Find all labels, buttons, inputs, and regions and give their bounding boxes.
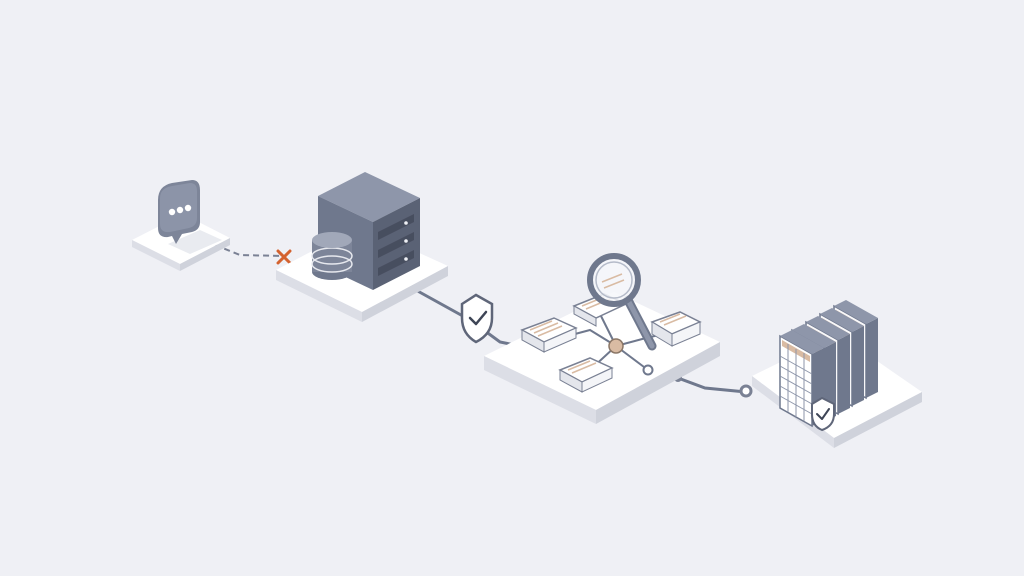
magnifier-icon [587, 253, 657, 351]
chat-platform [132, 214, 230, 271]
data-card-right [650, 311, 702, 347]
broken-link-x-mark-icon [276, 249, 292, 265]
link-chat-database [214, 244, 284, 257]
search-graph-node [484, 253, 720, 424]
shield-check-icon [460, 293, 494, 344]
graph-leaf-node [642, 364, 654, 376]
chat-bubble-icon [158, 180, 200, 244]
data-card-left [520, 317, 578, 353]
chat-node [132, 180, 230, 271]
archive-shield-check-icon [811, 396, 835, 432]
graph-hub-node [608, 338, 624, 354]
link-search-archive [674, 374, 753, 398]
data-card-bottom [558, 357, 614, 393]
table-archive-node [752, 300, 922, 448]
database-node [276, 172, 448, 322]
database-cylinder-icon [311, 232, 353, 280]
